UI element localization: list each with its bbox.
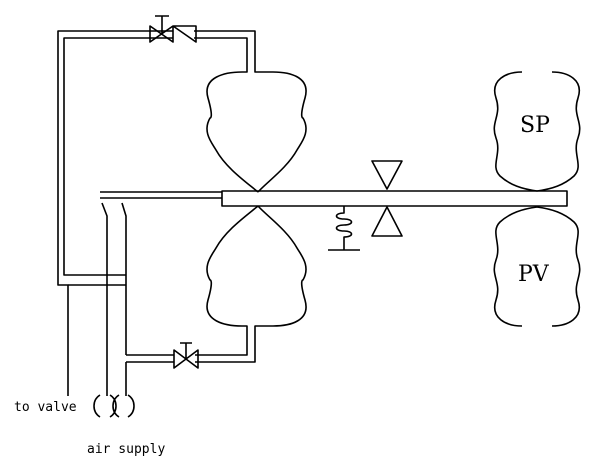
- fulcrum-lower-triangle: [371, 206, 403, 237]
- nozzle: [101, 202, 127, 355]
- air-supply-restrictor: [93, 394, 135, 418]
- sp-label: SP: [520, 113, 550, 138]
- beam: [221, 190, 568, 207]
- flapper: [100, 191, 222, 199]
- feedback-bellows-upper: [206, 71, 307, 193]
- pv-label: PV: [518, 262, 550, 287]
- lower-needle-valve: [173, 342, 199, 369]
- lower-feedback-pipe: [106, 325, 273, 396]
- pv-bellows: [493, 206, 581, 327]
- feedback-bellows-lower: [206, 205, 307, 327]
- to-valve-label: to valve: [14, 400, 77, 415]
- air-supply-label: air supply: [87, 442, 165, 457]
- sp-bellows: [493, 71, 581, 192]
- upper-feedback-pipe: [57, 30, 273, 396]
- fulcrum-upper-triangle: [371, 160, 403, 190]
- spring: [328, 206, 360, 251]
- upper-needle-valve: [149, 15, 197, 43]
